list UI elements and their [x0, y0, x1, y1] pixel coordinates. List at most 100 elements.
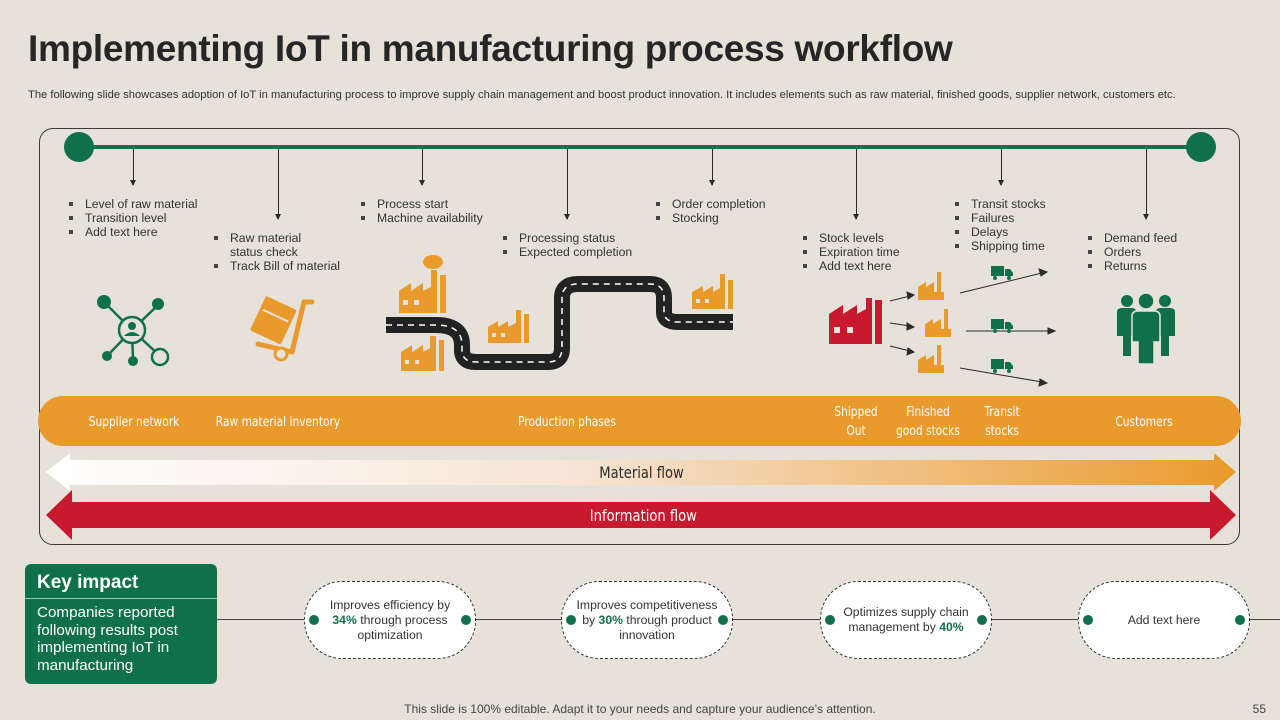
impact-card-supply-chain: Optimizes supply chain management by 40%: [820, 581, 992, 659]
page-number: 55: [1252, 702, 1266, 716]
factory-icon: [399, 255, 446, 313]
connector-dot: [566, 615, 576, 625]
impact-text-pre: Optimizes supply chain management by: [843, 605, 969, 634]
key-impact-title: Key impact: [37, 572, 139, 593]
list-item: Process start: [359, 197, 509, 211]
order-bullets: Order completion Stocking: [654, 197, 804, 225]
material-flow-arrow: [46, 453, 1236, 491]
list-item: Delays: [953, 225, 1083, 239]
list-item: Level of raw material: [67, 197, 227, 211]
key-impact-body: Companies reported following results pos…: [37, 604, 178, 674]
list-item: Stocking: [654, 211, 804, 225]
banner-label-production: Production phases: [518, 415, 616, 430]
truck-icon: [991, 266, 1013, 373]
impact-connector-line: [217, 619, 1280, 620]
drop-arrow: [419, 149, 425, 186]
list-item: Machine availability: [359, 211, 509, 225]
list-item: Add text here: [801, 259, 941, 273]
list-item: Returns: [1086, 259, 1216, 273]
impact-text-pre: Improves efficiency by: [329, 597, 451, 612]
raw-material-bullets: Raw material status check Track Bill of …: [212, 231, 352, 273]
list-item: Stock levels: [801, 231, 941, 245]
list-item: Orders: [1086, 245, 1216, 259]
supplier-bullets: Level of raw material Transition level A…: [67, 197, 227, 239]
banner-label-line: good stocks: [896, 424, 960, 439]
banner-label-line: Out: [846, 424, 866, 439]
connector-dot: [461, 615, 471, 625]
list-item: Demand feed: [1086, 231, 1216, 245]
banner-label-finished: Finished good stocks: [895, 403, 961, 441]
factory-icon: [829, 298, 882, 344]
page-subtitle: The following slide showcases adoption o…: [28, 89, 1176, 101]
transit-bullets: Transit stocks Failures Delays Shipping …: [953, 197, 1083, 253]
list-item: Track Bill of material: [212, 259, 352, 273]
impact-text-post: through product innovation: [619, 612, 712, 642]
list-item: Expiration time: [801, 245, 941, 259]
customers-icon: [1117, 292, 1175, 365]
impact-card-placeholder: Add text here: [1078, 581, 1250, 659]
impact-text: Optimizes supply chain management by 40%: [836, 605, 976, 635]
impact-text-pre: Improves competitiveness by: [576, 597, 718, 627]
customer-bullets: Demand feed Orders Returns: [1086, 231, 1216, 273]
banner-label-shipped: Shipped Out: [831, 403, 880, 441]
banner-label-raw-material: Raw material inventory: [215, 415, 341, 430]
list-item: Add text here: [67, 225, 227, 239]
list-item: Transition level: [67, 211, 227, 225]
banner-label-transit: Transit stocks: [977, 403, 1026, 441]
key-impact-divider: [25, 598, 217, 599]
drop-arrow: [130, 149, 136, 186]
factory-icon: [488, 310, 529, 343]
drop-arrow: [853, 149, 859, 220]
workflow-panel: [39, 128, 1240, 545]
factory-icon: [918, 272, 951, 373]
impact-card-competitiveness: Improves competitiveness by 30% through …: [561, 581, 733, 659]
connector-dot: [309, 615, 319, 625]
shipping-arrows: [889, 268, 1057, 387]
list-item: Order completion: [654, 197, 804, 211]
processing-bullets: Processing status Expected completion: [501, 231, 651, 259]
hand-truck-icon: [250, 296, 315, 362]
impact-text: Improves competitiveness by 30% through …: [572, 598, 722, 643]
drop-arrow: [709, 149, 715, 186]
impact-text: Improves efficiency by 34% through proce…: [320, 598, 460, 643]
banner-label-line: stocks: [985, 424, 1019, 439]
timeline-start-cap: [64, 132, 94, 162]
key-impact-box: Key impact Companies reported following …: [25, 564, 217, 684]
factory-icon: [692, 274, 733, 309]
drop-arrow: [275, 149, 281, 220]
impact-percent: 34%: [332, 612, 357, 627]
information-flow-label: Information flow: [589, 506, 697, 525]
road-icon: [386, 276, 733, 370]
list-item: Expected completion: [501, 245, 651, 259]
banner-label-line: Transit: [984, 405, 1020, 420]
drop-arrow: [564, 149, 570, 220]
information-flow-arrow: [46, 490, 1236, 540]
connector-dot: [718, 615, 728, 625]
impact-percent: 40%: [939, 620, 964, 634]
list-item: Failures: [953, 211, 1083, 225]
page-title: Implementing IoT in manufacturing proces…: [28, 28, 953, 69]
list-item: Transit stocks: [953, 197, 1083, 211]
list-item: Shipping time: [953, 239, 1083, 253]
network-icon: [97, 295, 170, 367]
timeline-bar: [78, 145, 1202, 149]
process-start-bullets: Process start Machine availability: [359, 197, 509, 225]
list-item: Raw material status check: [212, 231, 320, 259]
footer-note: This slide is 100% editable. Adapt it to…: [404, 702, 876, 716]
connector-dot: [1083, 615, 1093, 625]
connector-dot: [977, 615, 987, 625]
material-flow-label: Material flow: [599, 463, 684, 482]
impact-text-post: through process optimization: [357, 612, 448, 642]
banner-label-customers: Customers: [1115, 415, 1173, 430]
drop-arrow: [1143, 149, 1149, 220]
list-item: Processing status: [501, 231, 651, 245]
stock-bullets: Stock levels Expiration time Add text he…: [801, 231, 941, 273]
connector-dot: [1235, 615, 1245, 625]
impact-text: Add text here: [1127, 612, 1201, 627]
stage-banner: [38, 396, 1241, 446]
factory-icon: [401, 336, 444, 371]
connector-dot: [825, 615, 835, 625]
drop-arrow: [998, 149, 1004, 186]
banner-label-supplier: Supplier network: [88, 415, 180, 430]
